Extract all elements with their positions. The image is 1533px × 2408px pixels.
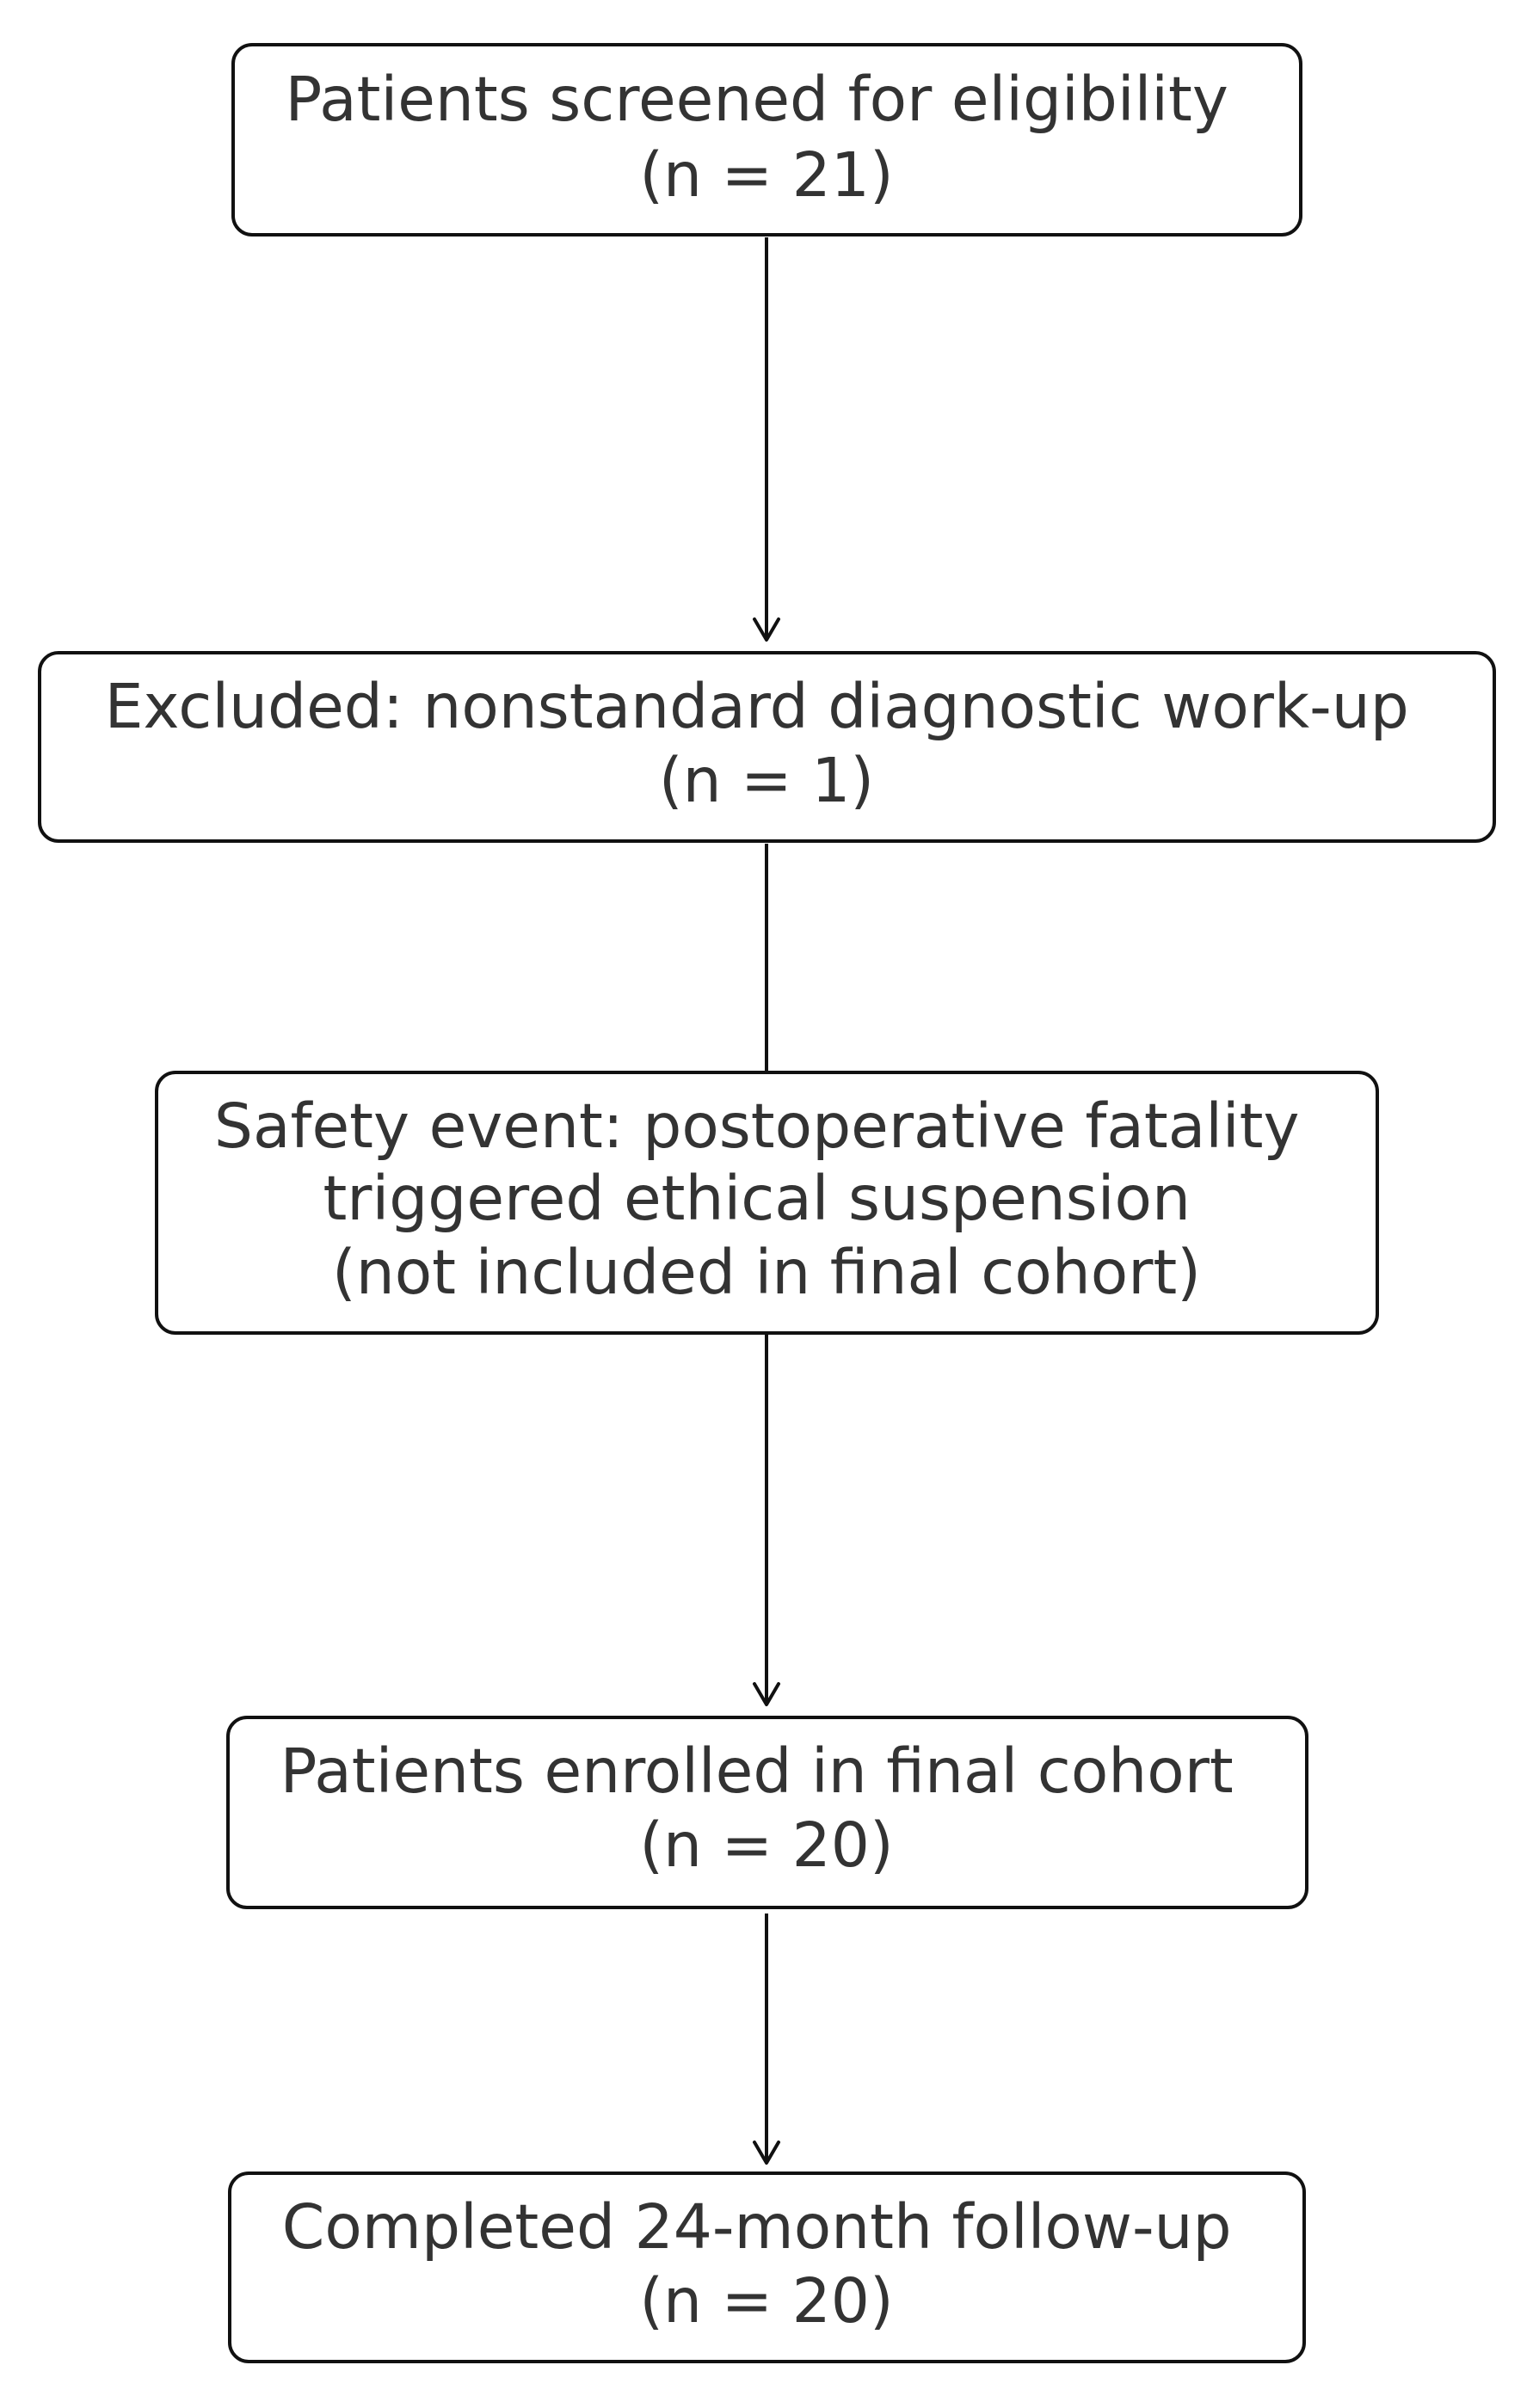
- node-safety-event: Safety event: postoperative fatality tri…: [155, 1071, 1379, 1335]
- node-excluded: Excluded: nonstandard diagnostic work-up…: [38, 651, 1496, 843]
- flow-arrow-safety-enrolled: [753, 1311, 780, 1706]
- node-screened: Patients screened for eligibility (n = 2…: [231, 43, 1302, 236]
- node-completed: Completed 24-month follow-up (n = 20): [228, 2172, 1306, 2363]
- node-completed-count: (n = 20): [639, 2265, 893, 2337]
- svg-text:Excluded: nonstandard diagnost: Excluded: nonstandard diagnostic work-up…: [105, 671, 1429, 816]
- svg-text:Patients enrolled in final coh: Patients enrolled in final cohort (n = 2…: [280, 1735, 1253, 1881]
- node-completed-label: Completed 24-month follow-up: [282, 2191, 1232, 2263]
- node-screened-box: [231, 43, 1302, 236]
- node-enrolled-label: Patients enrolled in final cohort: [280, 1735, 1234, 1807]
- node-enrolled-count: (n = 20): [639, 1809, 893, 1881]
- node-screened-count: (n = 21): [639, 139, 893, 211]
- node-enrolled: Patients enrolled in final cohort (n = 2…: [226, 1716, 1308, 1909]
- node-excluded-box: [38, 651, 1496, 843]
- flow-arrow-excluded-safety: [753, 844, 780, 1097]
- node-safety-event-box: [155, 1071, 1379, 1335]
- svg-text:Patients screened for eligibil: Patients screened for eligibility (n = 2…: [286, 64, 1248, 211]
- node-excluded-label: Excluded: nonstandard diagnostic work-up: [105, 671, 1409, 742]
- node-safety-event-line-1: Safety event: postoperative fatality: [214, 1090, 1300, 1162]
- node-completed-box: [228, 2172, 1306, 2363]
- svg-text:Completed 24-month follow-up: Completed 24-month follow-up (n = 20): [282, 2191, 1251, 2337]
- node-safety-event-line-2: triggered ethical suspension: [323, 1163, 1191, 1234]
- node-screened-label: Patients screened for eligibility: [286, 64, 1228, 135]
- flow-arrow-enrolled-completed: [753, 1914, 780, 2165]
- node-enrolled-box: [226, 1716, 1308, 1909]
- node-safety-event-line-3: (not included in final cohort): [332, 1237, 1201, 1308]
- node-excluded-count: (n = 1): [659, 745, 874, 816]
- svg-text:Safety event: postoperative fa: Safety event: postoperative fatality tri…: [214, 1090, 1319, 1308]
- flow-arrow-screened-excluded: [753, 237, 780, 642]
